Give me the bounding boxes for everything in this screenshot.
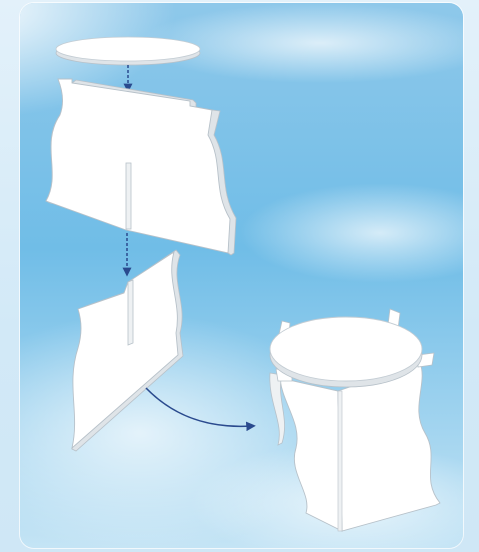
assembly-diagram [20, 3, 463, 548]
illustration-card [20, 3, 463, 548]
round-tabletop [56, 37, 200, 65]
